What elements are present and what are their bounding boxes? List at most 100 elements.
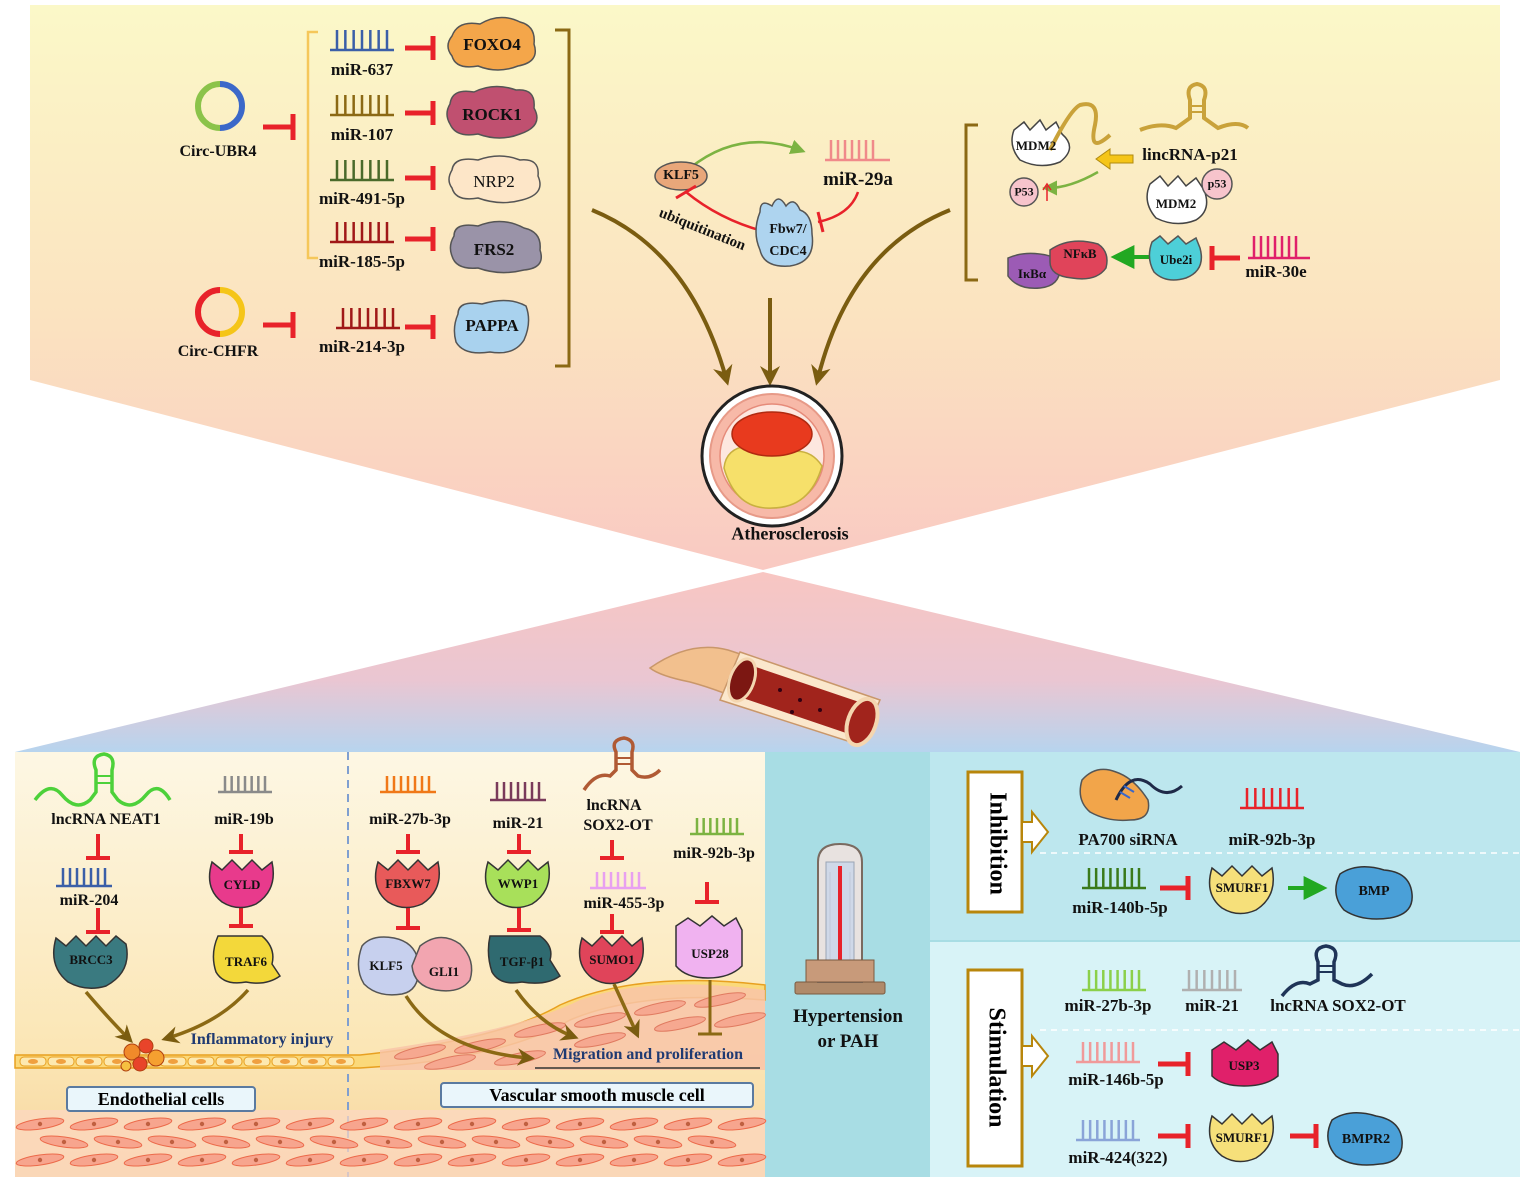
- nrp2-protein: [448, 155, 541, 204]
- rock1-label: ROCK1: [462, 105, 522, 124]
- mir21-pah-label: miR-21: [1185, 996, 1239, 1015]
- cyld-label: CYLD: [223, 877, 261, 892]
- lncrna-sox2-ot-pah-icon: [1280, 944, 1374, 998]
- mir455-label: miR-455-3p: [583, 895, 665, 912]
- mir-21-pah-glyph: [1182, 970, 1242, 992]
- mir-214-label: miR-214-3p: [319, 337, 405, 356]
- hypertension-label-2: or PAH: [817, 1031, 879, 1052]
- klf5-top-label: KLF5: [663, 168, 699, 183]
- p53-left-label: P53: [1014, 184, 1034, 199]
- mir-491-label: miR-491-5p: [319, 189, 405, 208]
- ikba-label: IκBα: [1017, 266, 1047, 281]
- inflammatory-injury-label: Inflammatory injury: [190, 1031, 334, 1048]
- fbw7-label-2: CDC4: [769, 244, 807, 259]
- lncrna-sox2-ot-icon: [582, 736, 662, 791]
- artery-cross-section-icon: [700, 384, 844, 528]
- convergence-arrows: [591, 208, 951, 386]
- pa700-sirna-icon: [1079, 768, 1183, 822]
- mir140b-label: miR-140b-5p: [1072, 898, 1168, 917]
- p53-right-label: p53: [1207, 176, 1227, 191]
- inhibition-label: Inhibition: [984, 792, 1011, 895]
- smooth-muscle-cell: [654, 1016, 706, 1032]
- klf5-bottom-protein: [357, 936, 420, 996]
- circ-chfr-label: Circ-CHFR: [177, 343, 259, 360]
- mir-637-label: miR-637: [330, 60, 394, 79]
- frs2-label: FRS2: [473, 240, 515, 259]
- pah-inhibit-bars: [1158, 876, 1319, 1148]
- top-panel: [30, 5, 1500, 570]
- gli1-protein: [411, 936, 473, 992]
- pappa-label: PAPPA: [465, 316, 519, 335]
- blood-vessel-icon: [648, 646, 882, 748]
- mir-424-glyph: [1076, 1120, 1140, 1142]
- gli1-label: GLI1: [428, 964, 460, 979]
- fbxw7-protein: [374, 858, 440, 909]
- smooth-muscle-cell: [394, 1044, 446, 1060]
- foxo4-label: FOXO4: [463, 35, 521, 54]
- usp28-protein: [675, 915, 743, 979]
- mir-19b-glyph: [218, 776, 272, 794]
- ube2i-protein: [1148, 234, 1203, 281]
- brcc3-label: BRCC3: [69, 952, 113, 967]
- mdm2-top: [1011, 118, 1071, 167]
- bmp-label: BMP: [1358, 884, 1390, 899]
- mir204-label: miR-204: [59, 892, 119, 909]
- mir29a-label: miR-29a: [823, 169, 893, 190]
- frs2-protein: [449, 220, 542, 274]
- lncrna-neat1-icon: [33, 752, 172, 807]
- pa700-label: PA700 siRNA: [1078, 830, 1178, 849]
- brcc3-protein: [53, 934, 128, 989]
- smurf1-bottom-protein: [1208, 1112, 1274, 1163]
- mir-185-label: miR-185-5p: [319, 252, 405, 271]
- mir92b-vsmc-label: miR-92b-3p: [673, 845, 755, 862]
- mir-637-glyph: [330, 30, 394, 52]
- circ-ubr4-label: Circ-UBR4: [179, 143, 257, 160]
- p53-left: [1009, 177, 1039, 207]
- smurf1-top-protein: [1208, 864, 1274, 915]
- fbxw7-label: FBXW7: [385, 876, 431, 891]
- mir-185-glyph: [330, 222, 394, 244]
- smurf1-bottom-label: SMURF1: [1215, 1130, 1269, 1145]
- bmpr2-protein: [1327, 1112, 1403, 1166]
- smooth-muscle-cell: [694, 992, 746, 1008]
- vsmc-label: Vascular smooth muscle cell: [440, 1082, 754, 1108]
- usp28-label: USP28: [691, 946, 729, 961]
- cyld-protein: [208, 858, 274, 909]
- mdm2-top-label: MDM2: [1015, 138, 1057, 153]
- mir19b-label: miR-19b: [214, 811, 274, 828]
- mir-455-glyph: [590, 872, 646, 890]
- klf5-top: [654, 161, 708, 191]
- lincrna-p21-icon: [1139, 81, 1250, 132]
- nfkb-protein: [1049, 240, 1108, 280]
- circ-chfr-icon: [195, 287, 245, 337]
- mir-214-glyph: [336, 308, 400, 330]
- usp3-label: USP3: [1228, 1058, 1260, 1073]
- stimulation-label: Stimulation: [983, 1007, 1010, 1128]
- rna-strand-top: [1048, 102, 1112, 151]
- mir-204-glyph: [56, 868, 112, 888]
- p53-right: [1201, 168, 1233, 200]
- sox2ot-label-1: lncRNA: [586, 797, 642, 814]
- mir-27b-pah-glyph: [1082, 970, 1146, 992]
- hypertension-label-1: Hypertension: [793, 1006, 903, 1027]
- smurf1-top-label: SMURF1: [1215, 880, 1269, 895]
- mir-21-glyph: [490, 782, 546, 802]
- mir-92b-vsmc-glyph: [690, 818, 744, 836]
- ikba-protein: [1007, 252, 1061, 289]
- mir-146b-glyph: [1076, 1042, 1140, 1064]
- sumo1-label: SUMO1: [589, 952, 635, 967]
- wwp1-label: WWP1: [497, 876, 539, 891]
- mir146b-label: miR-146b-5p: [1068, 1070, 1164, 1089]
- mir21-label: miR-21: [492, 815, 544, 832]
- inflammation-cluster-icon: [120, 1038, 165, 1072]
- stimulation-pointer: [1021, 1033, 1050, 1079]
- sox2ot-label-2: SOX2-OT: [583, 817, 653, 834]
- traf6-label: TRAF6: [225, 954, 267, 969]
- mir424-label: miR-424(322): [1068, 1148, 1168, 1167]
- usp3-protein: [1211, 1039, 1279, 1087]
- sox2ot-pah-label: lncRNA SOX2-OT: [1270, 996, 1406, 1015]
- bmp-protein: [1335, 866, 1413, 920]
- foxo4-protein: [447, 16, 536, 71]
- sumo1-protein: [578, 934, 644, 985]
